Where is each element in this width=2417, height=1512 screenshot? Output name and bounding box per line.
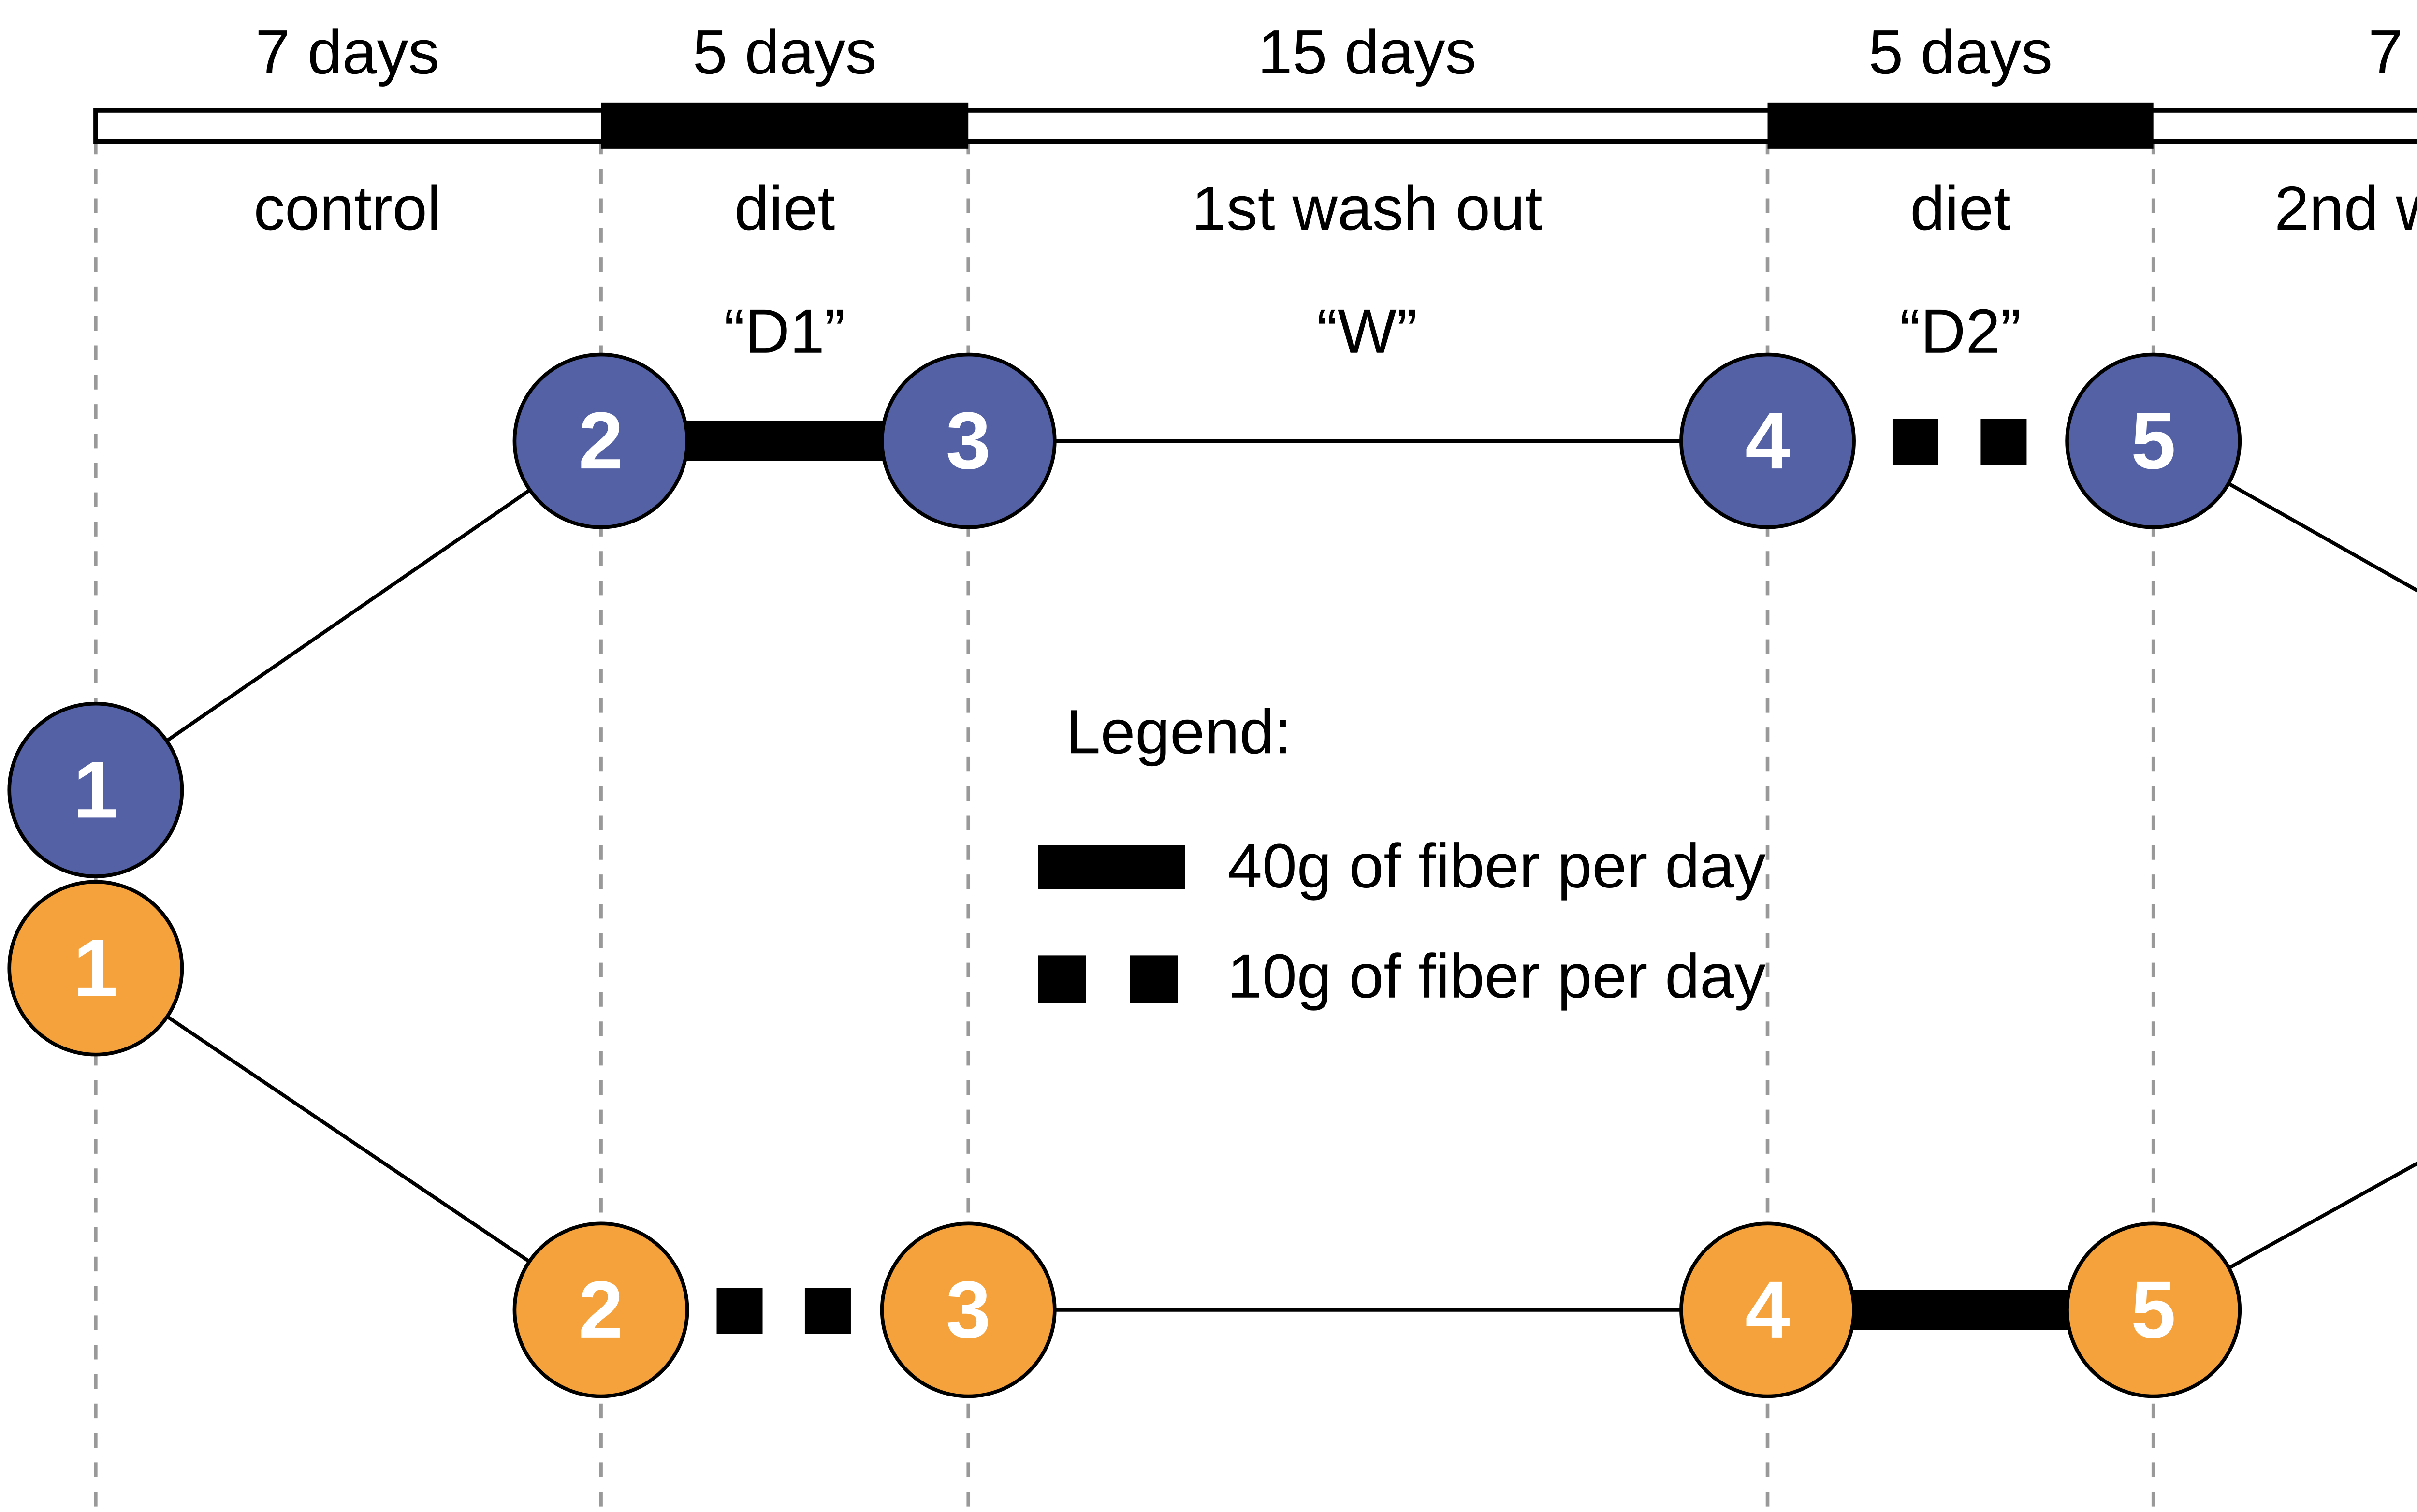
node-number: 3 bbox=[946, 1265, 991, 1355]
blue-arm-connectors bbox=[94, 419, 2417, 792]
connector-line bbox=[94, 439, 602, 792]
orange-node-3 bbox=[880, 1221, 1057, 1398]
duration-labels: 7 days 5 days 15 days 5 days 7 days bbox=[255, 17, 2417, 87]
timeline-bar bbox=[93, 102, 2417, 149]
node-number: 4 bbox=[1745, 1265, 1790, 1355]
phase-label: diet bbox=[1910, 174, 2010, 243]
phase-label: control bbox=[254, 174, 441, 243]
phase-label: diet bbox=[734, 174, 835, 243]
node-number: 1 bbox=[73, 923, 118, 1013]
connector-line bbox=[94, 966, 602, 1312]
legend: Legend: 40g of fiber per day 10g of fibe… bbox=[1038, 697, 1766, 1011]
phase-sublabel: “W” bbox=[1317, 297, 1417, 366]
legend-thick-bar-swatch bbox=[1038, 845, 1185, 889]
high-fiber-bar bbox=[643, 421, 926, 461]
duration-label: 15 days bbox=[1258, 17, 1477, 87]
blue-node-2 bbox=[512, 352, 689, 529]
low-fiber-square bbox=[716, 1288, 763, 1334]
low-fiber-square bbox=[804, 1288, 851, 1334]
orange-arm-nodes: 1 2 3 4 5 6 bbox=[7, 880, 2242, 1398]
node-number: 2 bbox=[579, 396, 624, 486]
duration-label: 7 days bbox=[255, 17, 439, 87]
duration-label: 5 days bbox=[1868, 17, 2053, 87]
orange-node-5 bbox=[2065, 1221, 2242, 1398]
node-number: 3 bbox=[946, 396, 991, 486]
phase-sublabel: “D2” bbox=[1900, 297, 2021, 366]
phase-sublabel: “D1” bbox=[724, 297, 845, 366]
orange-node-4 bbox=[1679, 1221, 1856, 1398]
duration-label: 7 days bbox=[2368, 17, 2417, 87]
connector-line bbox=[2152, 439, 2417, 593]
blue-arm-nodes: 1 2 3 4 5 6 bbox=[7, 352, 2242, 878]
legend-item-label: 10g of fiber per day bbox=[1227, 942, 1766, 1011]
duration-label: 5 days bbox=[693, 17, 877, 87]
node-number: 1 bbox=[73, 745, 118, 835]
low-fiber-square bbox=[1892, 419, 1938, 465]
orange-node-2 bbox=[512, 1221, 689, 1398]
phase-sublabels: “D1” “W” “D2” bbox=[724, 297, 2022, 366]
blue-node-1 bbox=[7, 701, 184, 878]
low-fiber-square bbox=[1980, 419, 2027, 465]
phase-label: 2nd wash out bbox=[2274, 174, 2417, 243]
orange-node-1 bbox=[7, 880, 184, 1057]
blue-node-5 bbox=[2065, 352, 2242, 529]
node-number: 2 bbox=[579, 1265, 624, 1355]
legend-square-swatch bbox=[1130, 955, 1178, 1003]
phase-labels: control diet 1st wash out diet 2nd wash … bbox=[254, 174, 2417, 243]
high-fiber-bar bbox=[1809, 1290, 2093, 1330]
timeline-diet1-segment bbox=[601, 102, 969, 149]
legend-title: Legend: bbox=[1066, 697, 1292, 767]
node-number: 5 bbox=[2131, 1265, 2176, 1355]
orange-arm-connectors bbox=[94, 966, 2417, 1334]
node-number: 5 bbox=[2131, 396, 2176, 486]
blue-node-3 bbox=[880, 352, 1057, 529]
blue-node-4 bbox=[1679, 352, 1856, 529]
node-number: 4 bbox=[1745, 396, 1790, 486]
legend-square-swatch bbox=[1038, 955, 1086, 1003]
phase-label: 1st wash out bbox=[1192, 174, 1542, 243]
timeline-diet2-segment bbox=[1767, 102, 2154, 149]
legend-item-label: 40g of fiber per day bbox=[1227, 831, 1766, 901]
connector-line bbox=[2152, 1161, 2417, 1312]
